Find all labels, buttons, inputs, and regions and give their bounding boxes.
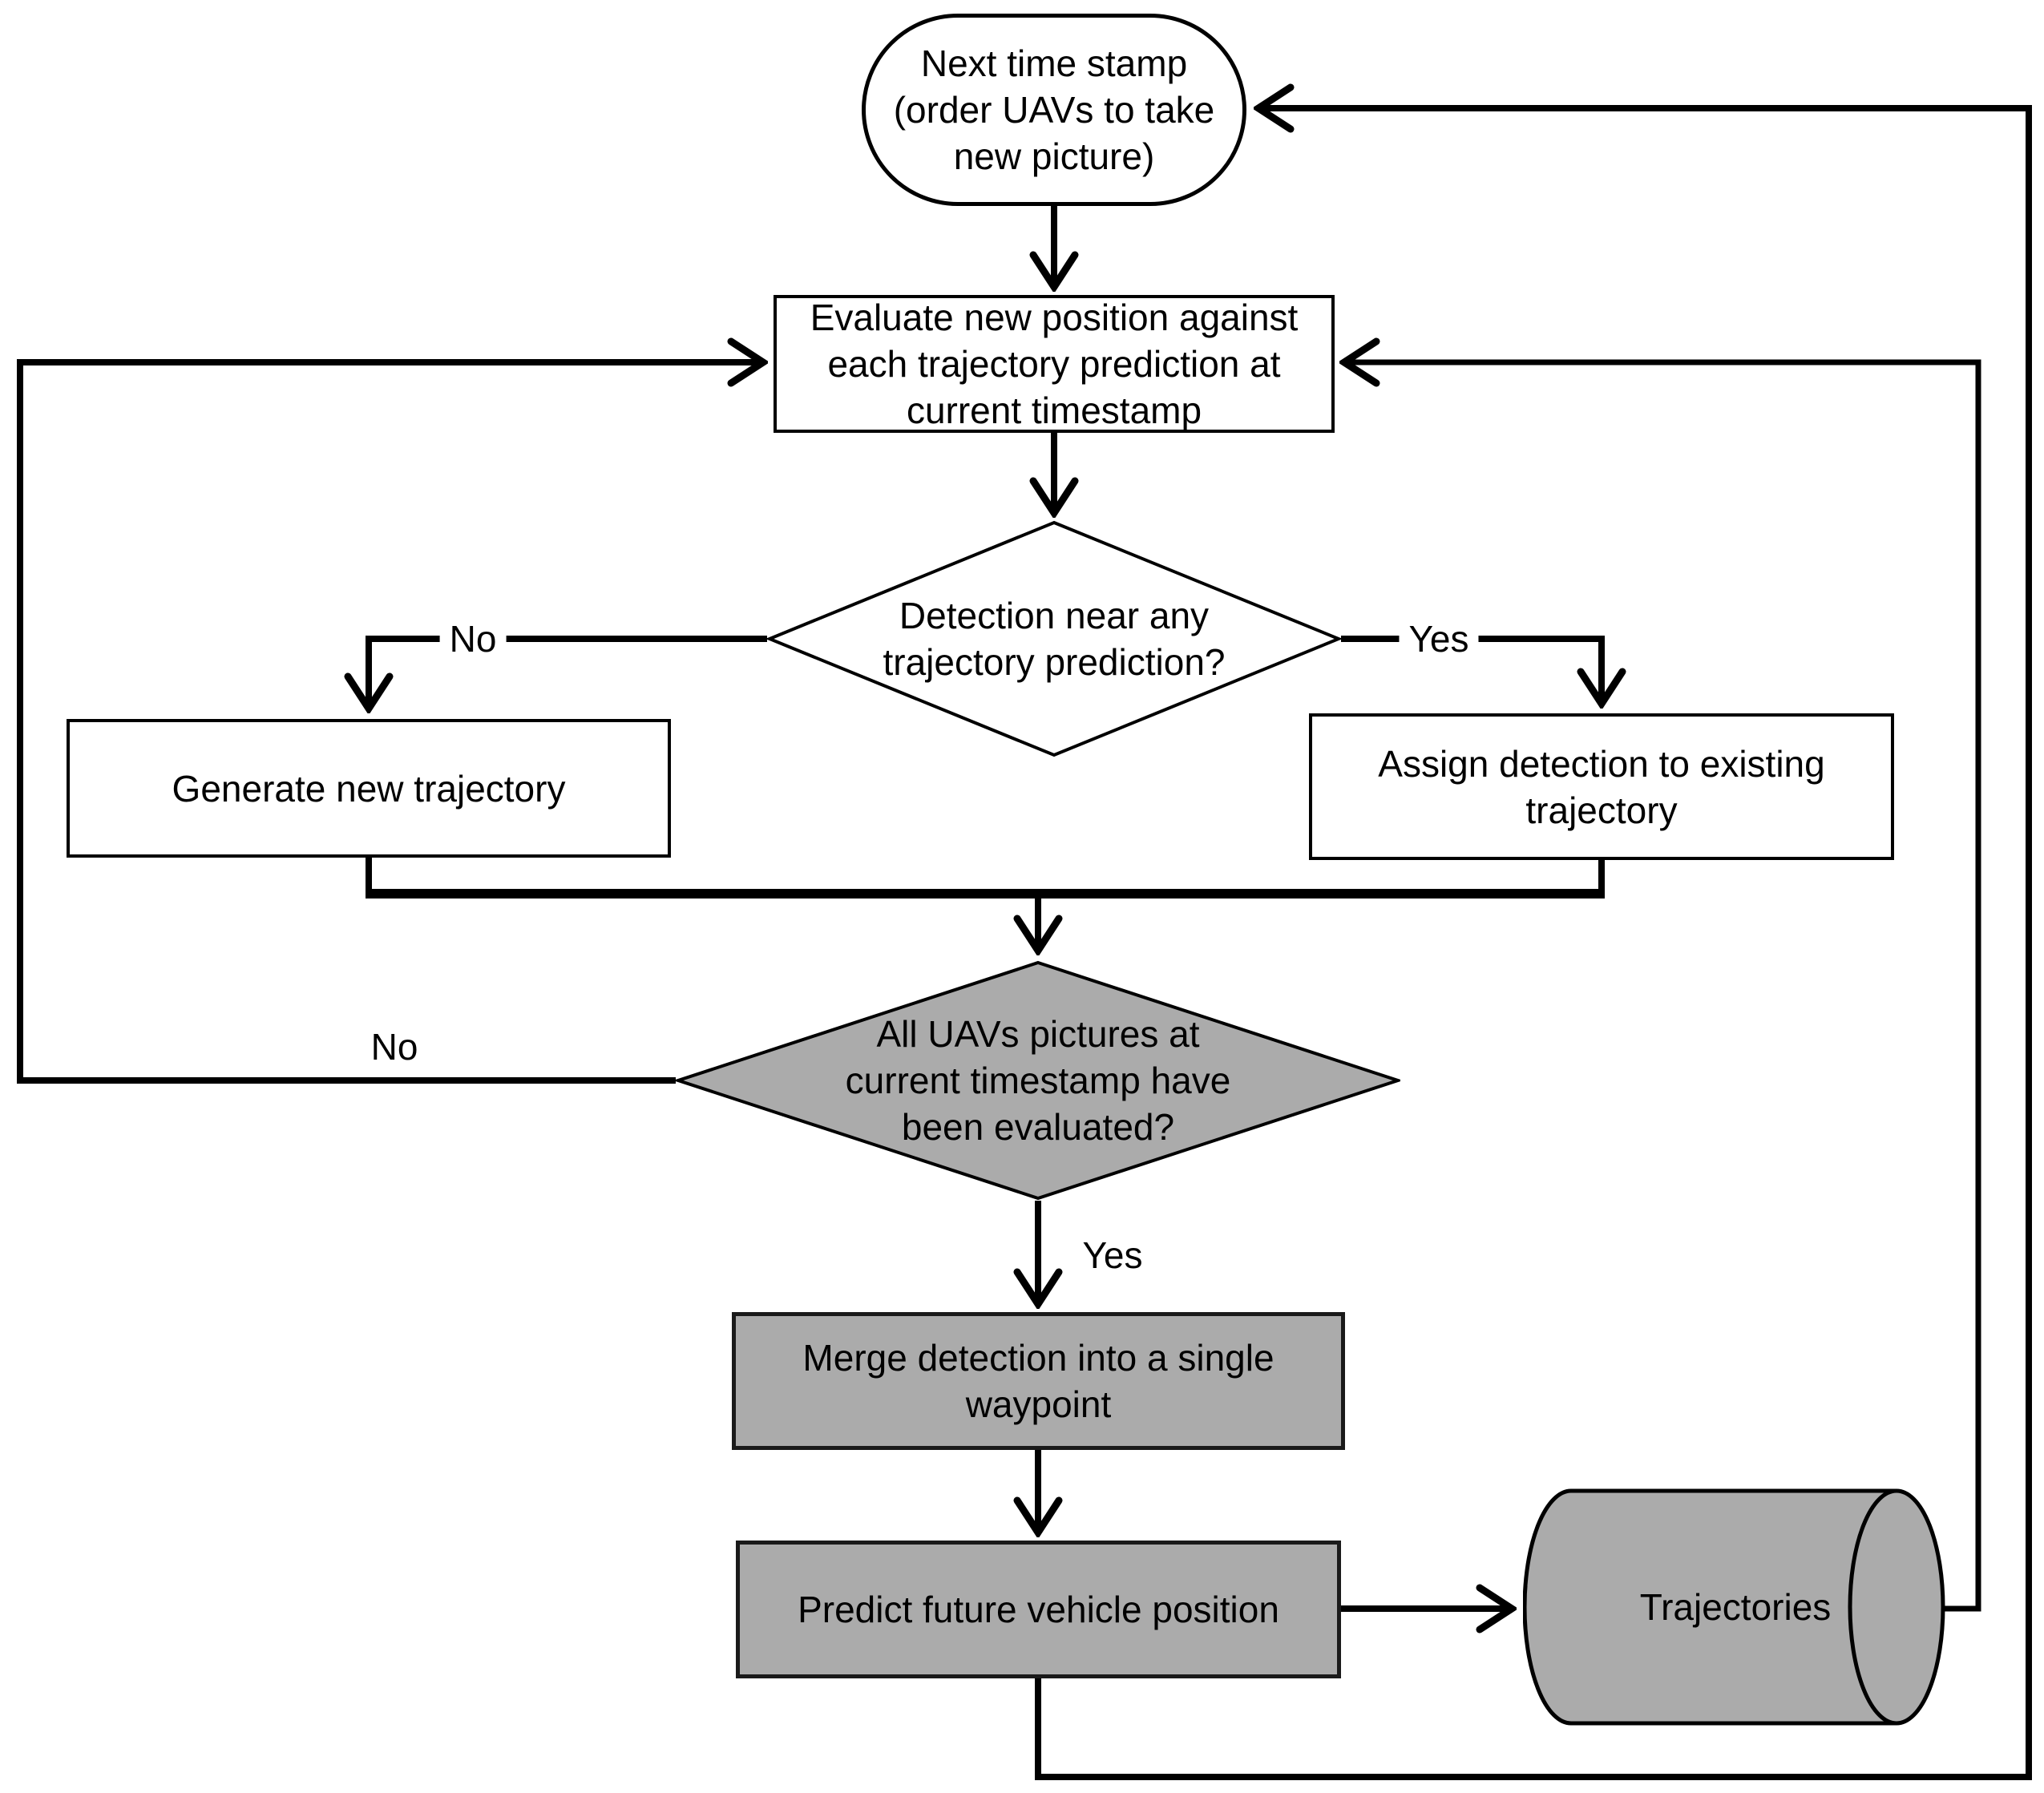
node-predict-label: Predict future vehicle position	[798, 1586, 1279, 1633]
text-line: Generate new trajectory	[172, 767, 566, 810]
edge-trajectories-loop-to-evaluate	[1344, 362, 1981, 1612]
edge-label-detection-yes: Yes	[1399, 617, 1479, 660]
text-line: Evaluate new position against	[810, 297, 1299, 338]
node-assign-label: Assign detection to existing trajectory	[1378, 741, 1824, 834]
node-detection-near-decision: Detection near any trajectory prediction…	[767, 520, 1341, 757]
text-line: Predict future vehicle position	[798, 1589, 1279, 1630]
node-merge-detection: Merge detection into a single waypoint	[732, 1312, 1345, 1450]
text-line: Trajectories	[1639, 1586, 1832, 1628]
node-predict-position: Predict future vehicle position	[736, 1541, 1341, 1678]
node-trajectories-datastore: Trajectories	[1523, 1487, 1948, 1727]
text-line: trajectory	[1525, 789, 1678, 831]
cylinder-shape	[1523, 1488, 1945, 1726]
edge-label-detection-no: No	[439, 617, 507, 660]
text-line: waypoint	[965, 1383, 1112, 1425]
text-line: All UAVs pictures at	[876, 1013, 1200, 1055]
node-next-timestamp: Next time stamp (order UAVs to take new …	[862, 14, 1246, 206]
edge-detection-no-to-generate	[369, 636, 767, 709]
node-all-evaluated-decision: All UAVs pictures at current timestamp h…	[676, 960, 1400, 1201]
diamond-shape	[767, 520, 1341, 757]
text-line: Assign detection to existing	[1378, 742, 1825, 785]
text-line: Next time stamp	[920, 42, 1188, 84]
text-line: current timestamp	[906, 390, 1202, 431]
text-line: been evaluated?	[901, 1106, 1175, 1148]
text-line: new picture)	[953, 135, 1155, 177]
node-evaluate-label: Evaluate new position against each traje…	[810, 294, 1299, 434]
node-generate-trajectory: Generate new trajectory	[67, 719, 671, 858]
text-line: each trajectory prediction at	[827, 343, 1281, 385]
text-line: Merge detection into a single	[802, 1337, 1274, 1379]
node-assign-detection: Assign detection to existing trajectory	[1309, 713, 1894, 860]
text-line: Detection near any	[899, 595, 1210, 636]
node-generate-label: Generate new trajectory	[172, 765, 566, 812]
node-next-timestamp-label: Next time stamp (order UAVs to take new …	[894, 40, 1215, 180]
node-evaluate: Evaluate new position against each traje…	[774, 295, 1335, 433]
edge-label-evaluated-yes: Yes	[1082, 1234, 1143, 1276]
edge-label-evaluated-no: No	[370, 1026, 418, 1068]
edge-evaluated-no-loop-to-evaluate	[17, 362, 763, 1084]
edge-predict-loop-to-next-timestamp	[1035, 108, 2032, 1780]
node-merge-label: Merge detection into a single waypoint	[802, 1335, 1274, 1428]
text-line: (order UAVs to take	[893, 89, 1215, 131]
node-detection-near-label: Detection near any trajectory prediction…	[883, 592, 1226, 685]
text-line: trajectory prediction?	[883, 641, 1226, 683]
node-all-evaluated-label: All UAVs pictures at current timestamp h…	[846, 1011, 1231, 1150]
diamond-shape	[676, 960, 1400, 1201]
node-trajectories-label: Trajectories	[1640, 1584, 1832, 1630]
text-line: current timestamp have	[845, 1060, 1231, 1101]
